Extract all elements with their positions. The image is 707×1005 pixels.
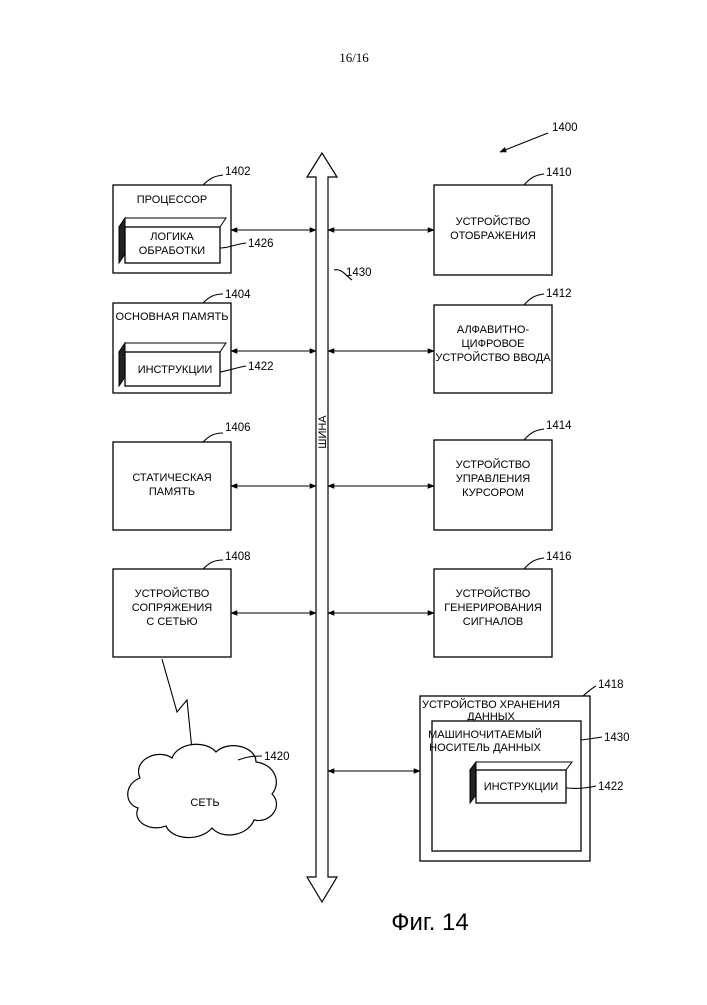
static-memory-block: СТАТИЧЕСКАЯ ПАМЯТЬ 1406 — [113, 422, 251, 530]
data-storage-ref: 1418 — [598, 679, 624, 691]
network-interface-ref: 1408 — [225, 551, 251, 563]
bus: ШИНА 1430 — [307, 153, 372, 902]
storage-instructions-ref: 1422 — [598, 781, 624, 793]
svg-text:АЛФАВИТНО-: АЛФАВИТНО- — [457, 324, 530, 336]
figure-caption: Фиг. 14 — [391, 909, 469, 936]
alphanumeric-input-block: АЛФАВИТНО- ЦИФРОВОЕ УСТРОЙСТВО ВВОДА 141… — [434, 288, 572, 393]
svg-text:УСТРОЙСТВО: УСТРОЙСТВО — [456, 215, 531, 228]
svg-text:ИНСТРУКЦИИ: ИНСТРУКЦИИ — [138, 364, 213, 376]
diagram-reference: 1400 — [500, 122, 578, 152]
svg-text:С СЕТЬЮ: С СЕТЬЮ — [146, 616, 197, 628]
storage-instructions-block: ИНСТРУКЦИИ — [470, 762, 572, 803]
processor-title: ПРОЦЕССОР — [137, 194, 208, 206]
cursor-control-ref: 1414 — [546, 420, 572, 432]
svg-text:ЛОГИКА: ЛОГИКА — [150, 231, 194, 243]
static-memory-ref: 1406 — [225, 422, 251, 434]
svg-text:КУРСОРОМ: КУРСОРОМ — [462, 487, 524, 499]
svg-text:СТАТИЧЕСКАЯ: СТАТИЧЕСКАЯ — [132, 472, 211, 484]
bus-ref: 1430 — [346, 267, 372, 279]
processing-logic-block: ЛОГИКА ОБРАБОТКИ — [119, 218, 226, 263]
main-memory-ref: 1404 — [225, 289, 251, 301]
display-block: УСТРОЙСТВО ОТОБРАЖЕНИЯ 1410 — [434, 167, 572, 275]
processor-block: ПРОЦЕССОР 1402 ЛОГИКА ОБРАБОТКИ 1426 — [113, 166, 274, 273]
processor-ref: 1402 — [225, 166, 251, 178]
storage-medium-ref: 1430 — [604, 732, 630, 744]
processing-logic-ref: 1426 — [248, 238, 274, 250]
svg-text:СОПРЯЖЕНИЯ: СОПРЯЖЕНИЯ — [132, 602, 213, 614]
svg-text:ОТОБРАЖЕНИЯ: ОТОБРАЖЕНИЯ — [450, 230, 536, 242]
network-cloud: СЕТЬ 1420 — [128, 744, 290, 837]
main-memory-block: ОСНОВНАЯ ПАМЯТЬ 1404 ИНСТРУКЦИИ 1422 — [113, 289, 274, 393]
network-ref: 1420 — [264, 751, 290, 763]
network-label: СЕТЬ — [190, 797, 219, 809]
signal-generation-block: УСТРОЙСТВО ГЕНЕРИРОВАНИЯ СИГНАЛОВ 1416 — [434, 551, 572, 657]
signal-generation-ref: 1416 — [546, 551, 572, 563]
svg-text:ПАМЯТЬ: ПАМЯТЬ — [149, 486, 195, 498]
svg-text:ЦИФРОВОЕ: ЦИФРОВОЕ — [462, 338, 525, 350]
svg-text:ИНСТРУКЦИИ: ИНСТРУКЦИИ — [484, 781, 559, 793]
svg-text:УСТРОЙСТВО: УСТРОЙСТВО — [135, 587, 210, 600]
main-memory-instructions-block: ИНСТРУКЦИИ — [119, 343, 226, 386]
page-number: 16/16 — [339, 50, 369, 65]
svg-text:ОБРАБОТКИ: ОБРАБОТКИ — [139, 245, 205, 257]
main-memory-title: ОСНОВНАЯ ПАМЯТЬ — [116, 311, 229, 323]
svg-text:УСТРОЙСТВО ВВОДА: УСТРОЙСТВО ВВОДА — [435, 351, 551, 364]
data-storage-block: УСТРОЙСТВО ХРАНЕНИЯ ДАННЫХ 1418 МАШИНОЧИ… — [420, 679, 630, 861]
cursor-control-block: УСТРОЙСТВО УПРАВЛЕНИЯ КУРСОРОМ 1414 — [434, 420, 572, 530]
bus-label: ШИНА — [317, 415, 329, 449]
svg-text:УСТРОЙСТВО ХРАНЕНИЯ: УСТРОЙСТВО ХРАНЕНИЯ — [422, 698, 560, 711]
network-interface-block: УСТРОЙСТВО СОПРЯЖЕНИЯ С СЕТЬЮ 1408 — [113, 551, 251, 657]
svg-text:УПРАВЛЕНИЯ: УПРАВЛЕНИЯ — [456, 473, 530, 485]
main-memory-instructions-ref: 1422 — [248, 361, 274, 373]
svg-text:УСТРОЙСТВО: УСТРОЙСТВО — [456, 458, 531, 471]
bus-connectors — [231, 230, 434, 771]
svg-text:СИГНАЛОВ: СИГНАЛОВ — [463, 616, 523, 628]
svg-text:НОСИТЕЛЬ ДАННЫХ: НОСИТЕЛЬ ДАННЫХ — [429, 742, 541, 754]
svg-text:1400: 1400 — [552, 122, 578, 134]
svg-text:УСТРОЙСТВО: УСТРОЙСТВО — [456, 587, 531, 600]
svg-text:МАШИНОЧИТАЕМЫЙ: МАШИНОЧИТАЕМЫЙ — [428, 728, 542, 741]
alphanumeric-input-ref: 1412 — [546, 288, 572, 300]
svg-text:ГЕНЕРИРОВАНИЯ: ГЕНЕРИРОВАНИЯ — [444, 602, 542, 614]
display-ref: 1410 — [546, 167, 572, 179]
